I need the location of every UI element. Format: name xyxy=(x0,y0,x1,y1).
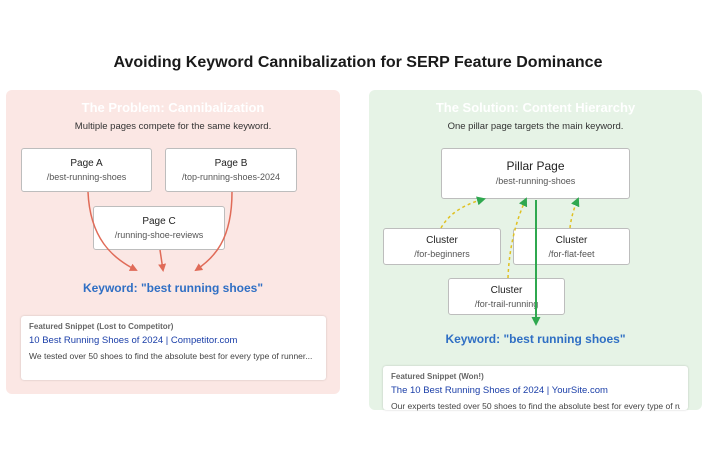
page-a-title: Page A xyxy=(70,158,103,169)
cluster-flat-feet-box: Cluster /for-flat-feet xyxy=(513,228,630,265)
cluster-beginners-box: Cluster /for-beginners xyxy=(383,228,501,265)
page-c-url: /running-shoe-reviews xyxy=(114,230,204,240)
page-b-url: /top-running-shoes-2024 xyxy=(181,172,281,182)
problem-keyword: Keyword: "best running shoes" xyxy=(82,281,264,295)
problem-featured-snippet: Featured Snippet (Lost to Competitor) 10… xyxy=(21,316,326,380)
page-b-box: Page B /top-running-shoes-2024 xyxy=(165,148,297,192)
page-a-url: /best-running-shoes xyxy=(46,172,127,182)
solution-featured-snippet: Featured Snippet (Won!) The 10 Best Runn… xyxy=(383,366,688,411)
page-c-box: Page C /running-shoe-reviews xyxy=(93,206,225,250)
pillar-page-url: /best-running-shoes xyxy=(495,176,576,186)
solution-snippet-title[interactable]: The 10 Best Running Shoes of 2024 | Your… xyxy=(391,385,608,396)
cluster-trail-running-url: /for-trail-running xyxy=(474,299,539,309)
solution-heading: The Solution: Content Hierarchy xyxy=(435,100,636,115)
cluster-flat-feet-title: Cluster xyxy=(555,235,588,246)
solution-panel: The Solution: Content Hierarchy One pill… xyxy=(369,90,702,411)
solution-subtitle: One pillar page targets the main keyword… xyxy=(447,121,624,132)
page-a-box: Page A /best-running-shoes xyxy=(21,148,152,192)
solution-snippet-text: Our experts tested over 50 shoes to find… xyxy=(391,401,680,411)
page-b-title: Page B xyxy=(214,158,248,169)
solution-keyword: Keyword: "best running shoes" xyxy=(445,332,626,346)
solution-snippet-label: Featured Snippet (Won!) xyxy=(391,372,484,381)
cluster-trail-running-title: Cluster xyxy=(490,285,523,296)
page-c-title: Page C xyxy=(142,216,176,227)
problem-snippet-label: Featured Snippet (Lost to Competitor) xyxy=(29,322,174,331)
cluster-flat-feet-url: /for-flat-feet xyxy=(548,249,595,259)
problem-subtitle: Multiple pages compete for the same keyw… xyxy=(74,121,272,132)
cluster-beginners-url: /for-beginners xyxy=(414,249,470,259)
diagram-title: Avoiding Keyword Cannibalization for SER… xyxy=(113,54,603,71)
problem-panel: The Problem: Cannibalization Multiple pa… xyxy=(6,90,340,394)
problem-heading: The Problem: Cannibalization xyxy=(81,100,265,115)
pillar-page-box: Pillar Page /best-running-shoes xyxy=(441,148,630,199)
cluster-beginners-title: Cluster xyxy=(426,235,458,246)
problem-snippet-text: We tested over 50 shoes to find the abso… xyxy=(29,351,313,361)
pillar-page-title: Pillar Page xyxy=(506,159,565,173)
cluster-trail-running-box: Cluster /for-trail-running xyxy=(448,278,565,315)
problem-snippet-title[interactable]: 10 Best Running Shoes of 2024 | Competit… xyxy=(29,335,238,346)
